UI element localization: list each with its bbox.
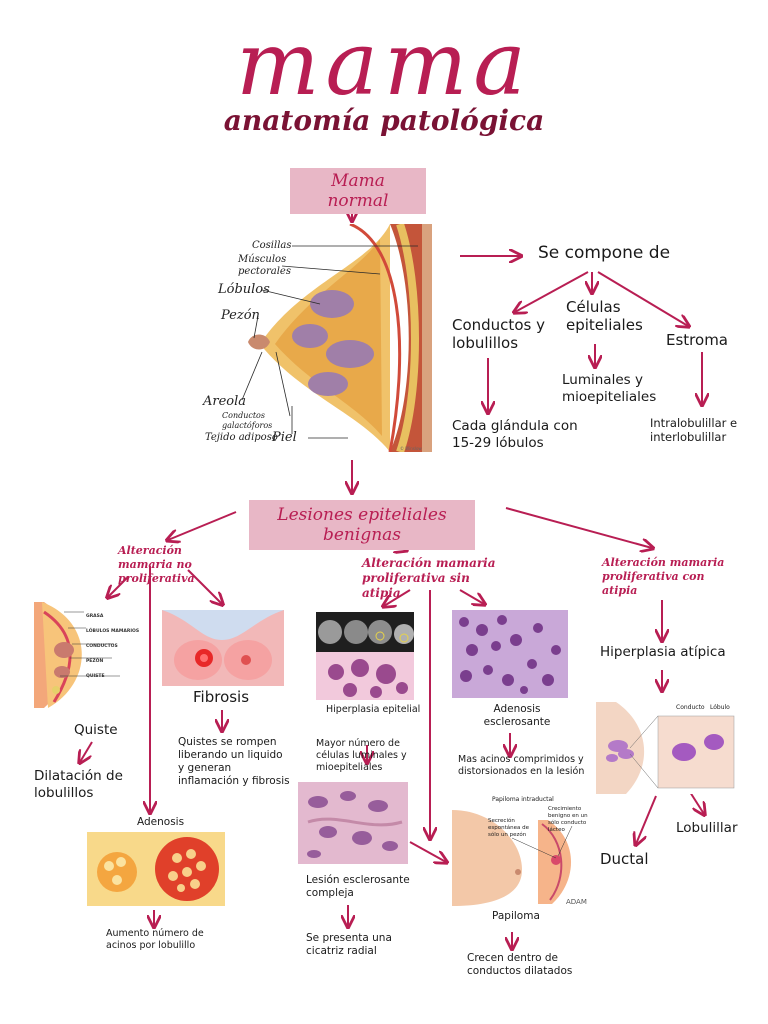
text-fibrosis: Fibrosis	[193, 688, 250, 706]
subtitle: anatomía patológica	[223, 104, 545, 137]
arrow	[168, 511, 237, 540]
text-quiste: Quiste	[74, 722, 118, 738]
arrow	[409, 841, 446, 862]
text-adenosis-escl-desc: Mas acinos comprimidos y distorsionados …	[458, 754, 585, 777]
label-areola: Areola	[203, 394, 247, 409]
text-hiperplasia: Hiperplasia epitelial	[326, 704, 421, 715]
text-conductos-lobulillos: Conductos y lobulillos	[452, 316, 545, 352]
label-costillas: Cosillas	[252, 240, 292, 251]
arrow	[80, 741, 93, 762]
text-papiloma-desc: Crecen dentro de conductos dilatados	[467, 952, 573, 977]
text-adenosis-desc: Aumento número de acinos por lobulillo	[106, 928, 204, 951]
label-musculos: Músculos pectorales	[238, 254, 291, 277]
text-luminales: Luminales y mioepiteliales	[562, 372, 657, 405]
label-quiste-img: QUISTE	[86, 674, 105, 679]
adenosis-esclerosante-image	[452, 610, 568, 698]
label-tejido: Tejido adiposo	[205, 432, 278, 443]
fibrosis-image	[162, 610, 284, 686]
text-adam: ADAM	[566, 898, 587, 906]
adenosis-image	[87, 832, 225, 906]
papiloma-image	[452, 800, 584, 906]
banner-mama-normal: Mama normal	[290, 168, 426, 214]
label-pezon: Pezón	[221, 308, 260, 323]
quiste-img-labels: GRASA LÓBULOS MAMARIOS CONDUCTOS PEZÓN Q…	[86, 609, 139, 684]
arrow	[108, 576, 129, 597]
arrow	[689, 791, 704, 814]
heading-no-proliferativa: Alteración mamaria no proliferativa	[118, 544, 195, 585]
text-papiloma: Papiloma	[492, 910, 540, 922]
text-hiperplasia-atipica: Hiperplasia atípica	[600, 644, 726, 660]
arrow	[187, 569, 222, 604]
text-papiloma-label2: Crecimiento benigno en un sólo conducto …	[548, 806, 588, 833]
lesion-esclerosante-image	[298, 782, 408, 864]
label-lobulos-mamarios: LÓBULOS MAMARIOS	[86, 629, 140, 634]
label-conductos: Conductos galactóforos	[222, 411, 273, 430]
text-hiperplasia-desc: Mayor número de células luminales y mioe…	[316, 738, 407, 773]
text-papiloma-label1: Secreción espontánea de sólo un pezón	[488, 818, 529, 838]
text-cada-glandula: Cada glándula con 15-29 lóbulos	[452, 418, 578, 451]
breast-anatomy-image: © Winslow	[240, 224, 432, 452]
arrow	[384, 589, 411, 606]
hiperplasia-atipica-image	[596, 702, 736, 794]
label-lobulos: Lóbulos	[218, 282, 270, 297]
text-papiloma-title: Papiloma intraductal	[492, 796, 554, 803]
arrow	[459, 589, 484, 604]
text-adenosis: Adenosis	[137, 816, 185, 828]
text-adenosis-esclerosante: Adenosis esclerosante	[483, 703, 551, 728]
text-estroma: Estroma	[666, 331, 728, 349]
text-intralobulillar: Intralobulillar e interlobulillar	[650, 416, 738, 444]
text-ductal: Ductal	[600, 850, 649, 868]
text-dilatacion: Dilatación de lobulillos	[34, 768, 123, 801]
text-lesion-escl-desc: Se presenta una cicatriz radial	[306, 932, 392, 957]
heading-sin-atipia: Alteración mamaria proliferativa sin ati…	[362, 556, 496, 600]
label-piel: Piel	[272, 430, 297, 445]
text-lobulillar: Lobulillar	[676, 820, 738, 836]
text-se-compone: Se compone de	[538, 243, 671, 263]
main-title: mama	[236, 12, 532, 115]
label-conductos-img: CONDUCTOS	[86, 644, 118, 649]
heading-con-atipia: Alteración mamaria proliferativa con ati…	[602, 556, 725, 597]
label-grasa: GRASA	[86, 614, 104, 619]
arrow	[515, 271, 589, 312]
arrow	[636, 795, 657, 844]
label-lobulo: Lóbulo	[710, 704, 730, 711]
label-conducto: Conducto	[676, 704, 705, 711]
text-lesion-esclerosante: Lesión esclerosante compleja	[306, 874, 410, 899]
banner-lesiones: Lesiones epiteliales benignas	[249, 500, 475, 550]
text-celulas-epiteliales: Células epiteliales	[566, 298, 643, 334]
svg-text:© Winslow: © Winslow	[400, 446, 422, 451]
hiperplasia-image	[316, 612, 414, 700]
arrow	[505, 507, 652, 548]
quiste-image	[34, 602, 146, 708]
label-pezon-img: PEZÓN	[86, 659, 104, 664]
arrow	[597, 271, 688, 326]
text-fibrosis-desc: Quistes se rompen liberando un liquido y…	[178, 736, 290, 787]
